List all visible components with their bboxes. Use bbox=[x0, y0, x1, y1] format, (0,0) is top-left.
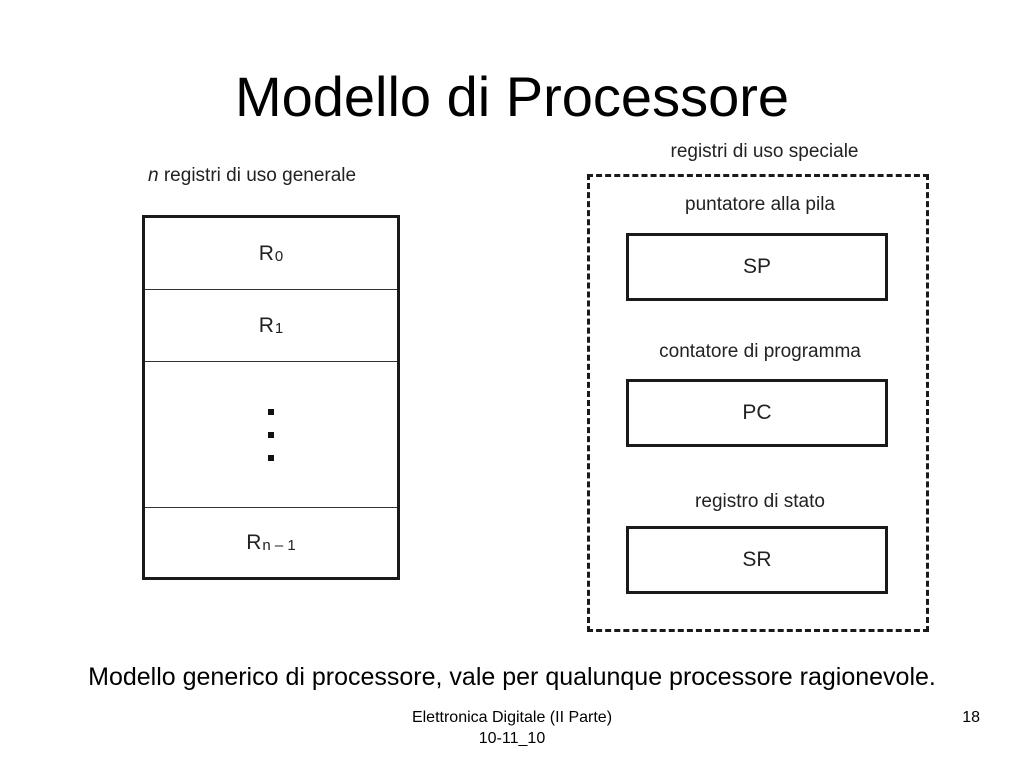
register-r0-base: R bbox=[258, 241, 274, 265]
slide-title: Modello di Processore bbox=[234, 65, 790, 128]
program-counter-label: contatore di programma bbox=[659, 341, 861, 362]
page-number: 18 bbox=[962, 709, 980, 726]
register-r0-sub: 0 bbox=[274, 248, 284, 265]
register-r1-base: R bbox=[258, 313, 274, 337]
stack-pointer-label: puntatore alla pila bbox=[685, 194, 835, 215]
slide-caption: Modello generico di processore, vale per… bbox=[88, 663, 936, 691]
register-sp: SP bbox=[626, 233, 888, 301]
register-rn-sub: n – 1 bbox=[262, 537, 296, 554]
vertical-ellipsis-icon bbox=[268, 408, 274, 461]
ellipsis-dot bbox=[268, 408, 274, 415]
register-pc: PC bbox=[626, 379, 888, 447]
status-register-label: registro di stato bbox=[695, 491, 825, 512]
footer-course: Elettronica Digitale (II Parte) bbox=[411, 709, 613, 726]
general-registers-label-n: n bbox=[148, 165, 159, 186]
footer: Elettronica Digitale (II Parte) 10-11_10 bbox=[362, 707, 662, 749]
register-r1-sub: 1 bbox=[274, 320, 284, 337]
register-rn-base: R bbox=[246, 530, 262, 554]
register-ellipsis bbox=[145, 362, 397, 508]
special-registers-label: registri di uso speciale bbox=[670, 141, 859, 162]
general-registers-label-text: registri di uso generale bbox=[158, 165, 357, 186]
ellipsis-dot bbox=[268, 454, 274, 461]
footer-date: 10-11_10 bbox=[478, 730, 546, 747]
ellipsis-dot bbox=[268, 431, 274, 438]
special-registers-group bbox=[587, 174, 929, 632]
register-sr: SR bbox=[626, 526, 888, 594]
general-registers-label: n registri di uso generale bbox=[148, 163, 356, 189]
